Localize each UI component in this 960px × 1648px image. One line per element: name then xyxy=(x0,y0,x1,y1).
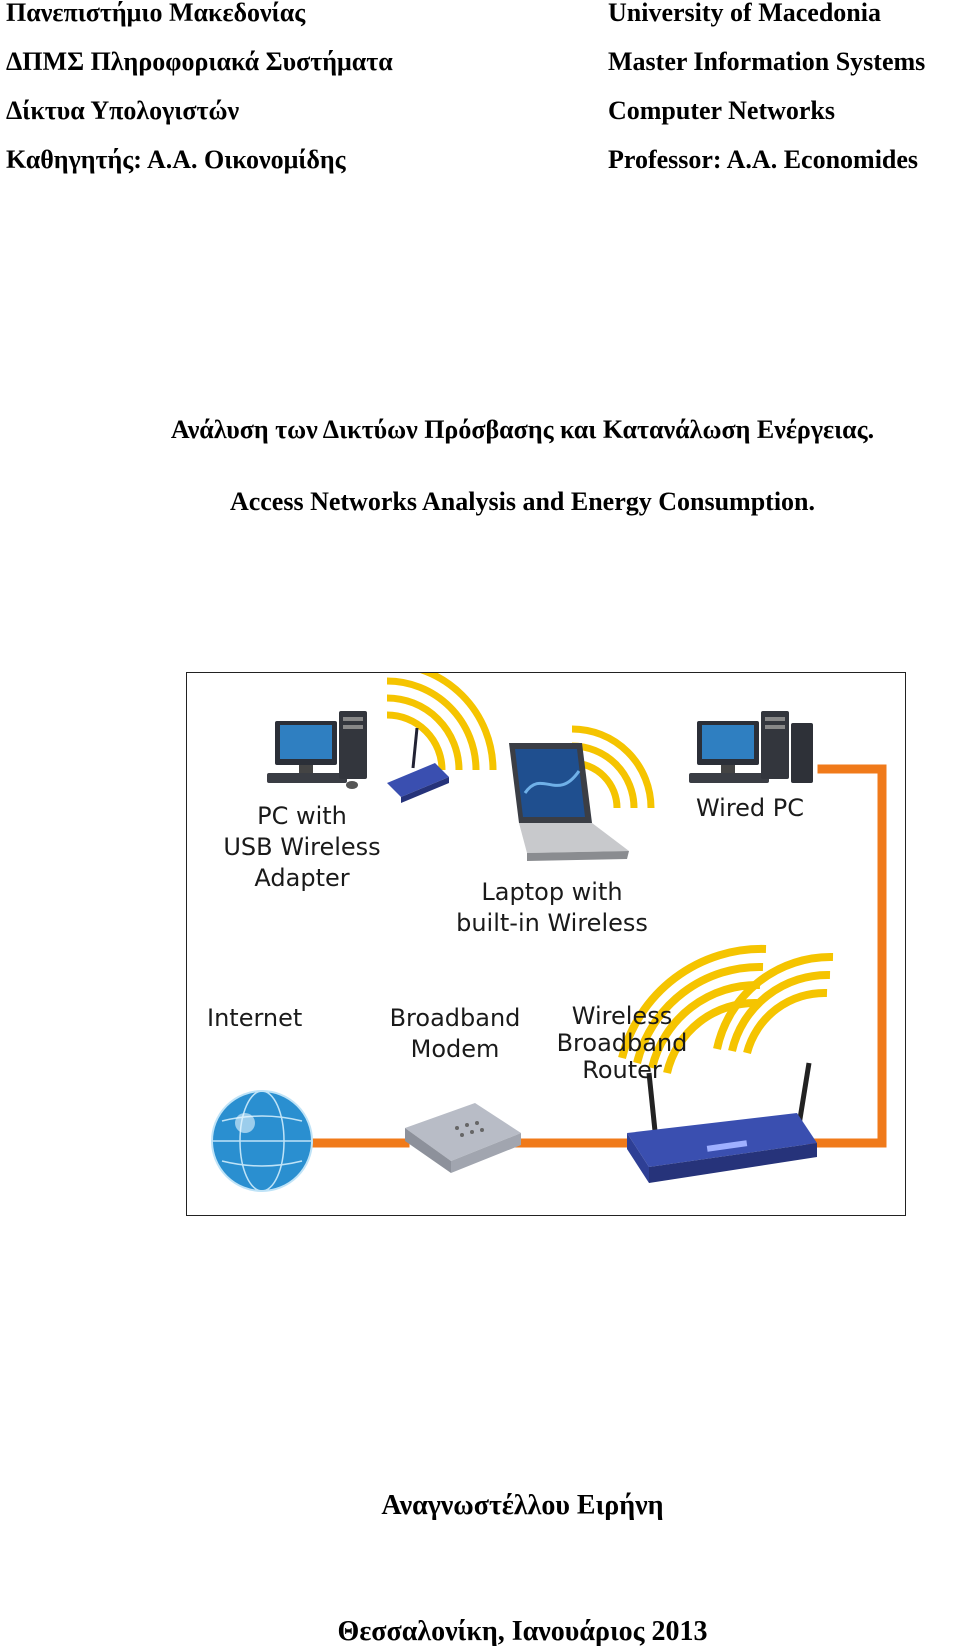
label-pc-usb-wireless: PC with USB Wireless Adapter xyxy=(207,801,397,894)
desktop-pc-wireless-icon xyxy=(267,711,367,789)
label-wired-pc: Wired PC xyxy=(675,793,825,824)
label-router-line2: Broadband xyxy=(556,1029,688,1057)
wired-pc-icon xyxy=(689,711,813,783)
label-wired-pc-line1: Wired PC xyxy=(695,794,805,822)
label-pc-usb-line3: Adapter xyxy=(254,864,350,892)
university-name-greek: Πανεπιστήμιο Μακεδονίας xyxy=(6,0,306,27)
title-greek: Ανάλυση των Δικτύων Πρόσβασης και Κατανά… xyxy=(170,415,875,444)
professor-greek: Καθηγητής: Α.Α. Οικονομίδης xyxy=(6,145,346,174)
label-pc-usb-line2: USB Wireless xyxy=(223,833,381,861)
label-modem-line2: Modem xyxy=(410,1035,500,1063)
label-pc-usb-line1: PC with xyxy=(257,802,347,830)
network-diagram-figure: PC with USB Wireless Adapter Wired PC La… xyxy=(186,672,906,1216)
label-laptop: Laptop with built-in Wireless xyxy=(437,877,667,939)
header-greek: Πανεπιστήμιο Μακεδονίας ΔΠΜΣ Πληροφοριακ… xyxy=(6,0,393,184)
place-and-date: Θεσσαλονίκη, Ιανουάριος 2013 xyxy=(337,1616,708,1647)
ethernet-cables xyxy=(310,764,887,1148)
label-router-line3: Router xyxy=(582,1056,662,1084)
program-name-greek: ΔΠΜΣ Πληροφοριακά Συστήματα xyxy=(6,47,393,76)
title-english: Access Networks Analysis and Energy Cons… xyxy=(229,487,816,516)
professor-english: Professor: A.A. Economides xyxy=(608,145,919,174)
wireless-router-icon xyxy=(627,1062,817,1183)
label-internet-line1: Internet xyxy=(207,1004,303,1032)
label-router-line1: Wireless xyxy=(571,1002,673,1030)
wifi-signal-router-icon xyxy=(618,944,834,1074)
header-english: University of Macedonia Master Informati… xyxy=(608,0,925,184)
internet-globe-icon xyxy=(211,1090,313,1192)
label-router: Wireless Broadband Router xyxy=(552,1003,692,1084)
university-name-english: University of Macedonia xyxy=(608,0,881,27)
label-internet: Internet xyxy=(207,1003,317,1034)
laptop-icon xyxy=(509,743,629,861)
usb-wireless-adapter-icon xyxy=(387,727,449,803)
label-laptop-line1: Laptop with xyxy=(481,878,623,906)
wifi-signal-adapter-icon xyxy=(386,673,497,771)
course-name-english: Computer Networks xyxy=(608,96,835,125)
label-modem-line1: Broadband xyxy=(389,1004,521,1032)
label-laptop-line2: built-in Wireless xyxy=(456,909,648,937)
author-name: Αναγνωστέλλου Ειρήνη xyxy=(381,1490,664,1521)
program-name-english: Master Information Systems xyxy=(608,47,926,76)
broadband-modem-icon xyxy=(405,1103,521,1173)
course-name-greek: Δίκτυα Υπολογιστών xyxy=(6,96,240,125)
label-modem: Broadband Modem xyxy=(385,1003,525,1065)
network-diagram-graphic xyxy=(211,673,887,1192)
